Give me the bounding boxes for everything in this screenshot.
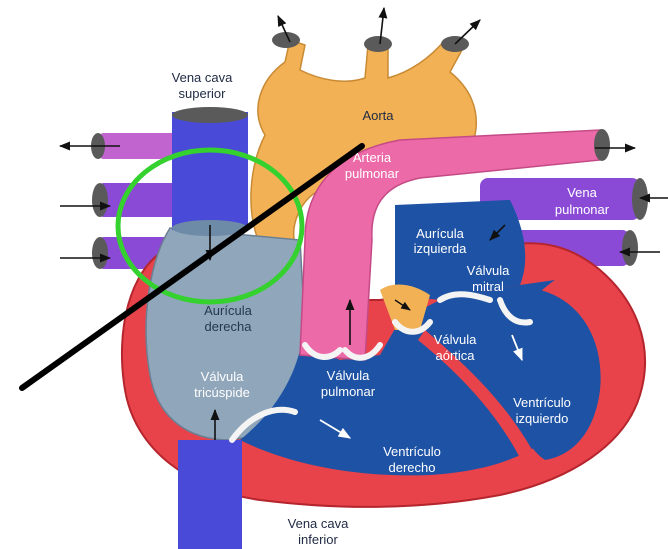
label-valvula-aortica-2: aórtica: [435, 348, 475, 363]
label-valvula-pulmonar-2: pulmonar: [321, 384, 376, 399]
label-vena-cava-inferior-1: Vena cava: [288, 516, 349, 531]
label-ventriculo-derecho-2: derecho: [389, 460, 436, 475]
label-auricula-derecha-1: Aurícula: [204, 303, 252, 318]
label-vena-cava-inferior-2: inferior: [298, 532, 338, 547]
label-arteria-pulmonar-1: Arteria: [353, 150, 392, 165]
label-vena-pulmonar-1: Vena: [567, 185, 597, 200]
label-vena-pulmonar-2: pulmonar: [555, 202, 610, 217]
label-aorta: Aorta: [362, 108, 394, 123]
label-ventriculo-derecho-1: Ventrículo: [383, 444, 441, 459]
label-vena-cava-superior-2: superior: [179, 86, 227, 101]
label-auricula-derecha-2: derecha: [205, 319, 253, 334]
label-valvula-tricuspide-2: tricúspide: [194, 385, 250, 400]
label-valvula-aortica-1: Válvula: [434, 332, 477, 347]
label-valvula-mitral-1: Válvula: [467, 263, 510, 278]
label-ventriculo-izquierdo-2: izquierdo: [516, 411, 569, 426]
label-valvula-tricuspide-1: Válvula: [201, 369, 244, 384]
label-auricula-izquierda-2: izquierda: [414, 241, 468, 256]
label-ventriculo-izquierdo-1: Ventrículo: [513, 395, 571, 410]
label-arteria-pulmonar-2: pulmonar: [345, 166, 400, 181]
label-valvula-mitral-2: mitral: [472, 279, 504, 294]
label-valvula-pulmonar-1: Válvula: [327, 368, 370, 383]
label-auricula-izquierda-1: Aurícula: [416, 226, 464, 241]
label-vena-cava-superior-1: Vena cava: [172, 70, 233, 85]
